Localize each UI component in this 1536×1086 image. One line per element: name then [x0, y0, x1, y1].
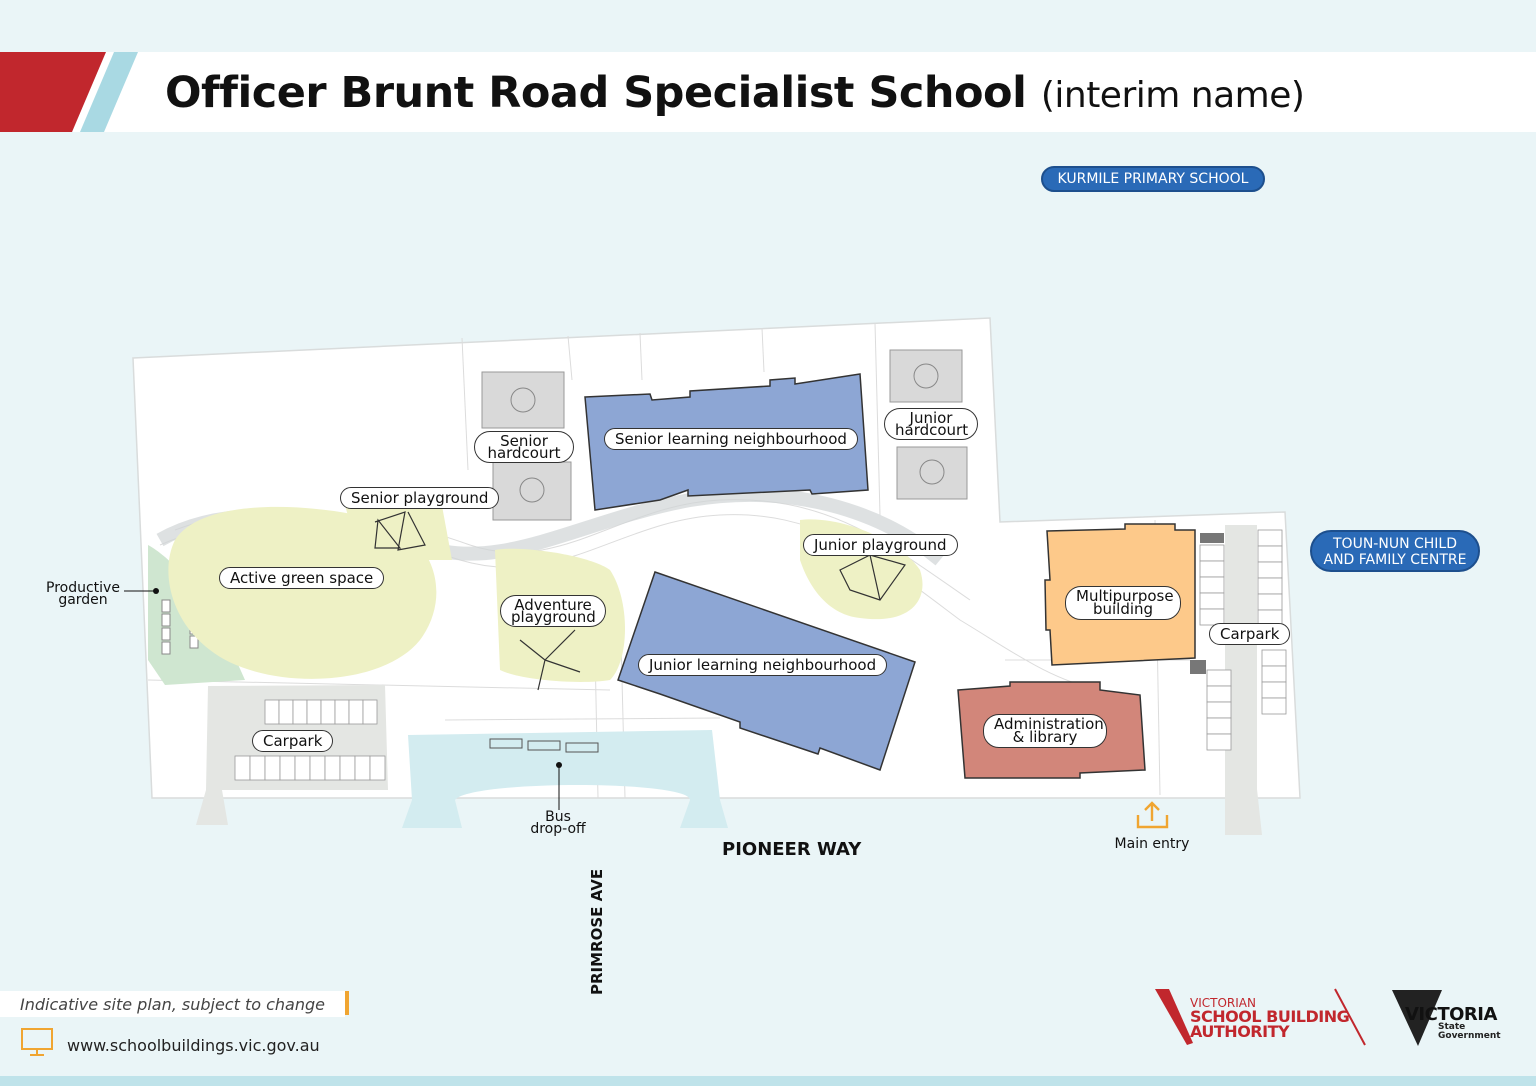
multipurpose-line1: Multipurpose	[1076, 587, 1174, 605]
productive-garden-line2: garden	[58, 592, 108, 608]
admin-library-line1: Administration	[994, 715, 1104, 733]
active-green-space-label: Active green space	[219, 567, 385, 589]
vsba-line1: VICTORIAN	[1190, 996, 1256, 1010]
bus-line1: Bus	[545, 809, 571, 825]
footer-bar	[0, 1076, 1536, 1086]
victoria-subtitle: State Government	[1438, 1023, 1501, 1041]
disclaimer-box	[0, 991, 345, 1017]
adventure-playground-line1: Adventure	[514, 596, 592, 614]
page-title: Officer Brunt Road Specialist School (in…	[165, 68, 1305, 118]
page-title-main: Officer Brunt Road Specialist School	[165, 68, 1027, 118]
multipurpose-label: Multipurpose building	[1065, 586, 1181, 620]
junior-hardcourt-label: Junior hardcourt	[884, 408, 978, 440]
primrose-ave-label: PRIMROSE AVE	[588, 868, 606, 995]
title-bar	[0, 52, 1536, 132]
header-stripe-logo	[0, 52, 138, 132]
senior-hardcourt-courts	[481, 371, 572, 521]
carpark-west-area	[196, 685, 388, 825]
productive-garden-label: Productive garden	[40, 580, 126, 608]
senior-playground-area	[345, 495, 452, 560]
kurmile-primary-label: KURMILE PRIMARY SCHOOL	[1041, 166, 1265, 192]
bus-drop-off-label: Bus drop-off	[518, 809, 598, 837]
vsba-line2: SCHOOL BUILDING	[1190, 1007, 1350, 1026]
carpark-east-area	[1190, 525, 1287, 835]
adventure-playground-label: Adventure playground	[500, 595, 606, 627]
victoria-logo-icon	[1392, 990, 1442, 1046]
disclaimer-text: Indicative site plan, subject to change	[20, 995, 325, 1014]
junior-learning-label: Junior learning neighbourhood	[638, 654, 888, 676]
page-title-subtitle: (interim name)	[1040, 75, 1305, 116]
victoria-name: VICTORIA	[1405, 1004, 1497, 1025]
toun-nun-line1: TOUN-NUN CHILD	[1333, 536, 1457, 552]
vsba-logo-icon	[1155, 988, 1366, 1046]
adventure-playground-line2: playground	[511, 608, 596, 626]
productive-garden-line1: Productive	[46, 580, 120, 596]
vsba-line3: AUTHORITY	[1190, 1022, 1290, 1041]
toun-nun-line2: AND FAMILY CENTRE	[1323, 552, 1467, 568]
multipurpose-line2: building	[1092, 600, 1154, 618]
disclaimer-accent	[345, 991, 349, 1015]
junior-playground-label: Junior playground	[803, 534, 958, 556]
senior-playground-label: Senior playground	[340, 487, 500, 509]
website-link[interactable]: www.schoolbuildings.vic.gov.au	[67, 1036, 320, 1055]
admin-library-line2: & library	[1012, 728, 1078, 746]
site-boundary	[132, 317, 1301, 799]
pioneer-way-label: PIONEER WAY	[722, 839, 862, 860]
main-entry-label: Main entry	[1114, 836, 1190, 852]
senior-hardcourt-line1: Senior	[500, 432, 548, 450]
bus-drop-off-area	[402, 730, 728, 828]
toun-nun-label: TOUN-NUN CHILD AND FAMILY CENTRE	[1310, 530, 1480, 572]
junior-hardcourt-line1: Junior	[909, 409, 953, 427]
senior-learning-label: Senior learning neighbourhood	[604, 428, 858, 450]
admin-library-label: Administration & library	[983, 714, 1107, 748]
junior-shade-sail	[839, 554, 906, 601]
senior-shade-sail	[374, 511, 426, 551]
junior-hardcourt-courts	[889, 349, 968, 500]
bus-bays	[489, 738, 599, 753]
carpark-east-label: Carpark	[1209, 623, 1291, 645]
senior-hardcourt-label: Senior hardcourt	[474, 431, 574, 463]
upload-arrow-icon	[1136, 801, 1169, 829]
carpark-west-label: Carpark	[252, 730, 334, 752]
bus-line2: drop-off	[530, 821, 586, 837]
victoria-sub2: Government	[1438, 1031, 1501, 1041]
monitor-icon	[21, 1028, 53, 1056]
junior-hardcourt-line2: hardcourt	[895, 421, 969, 439]
senior-hardcourt-line2: hardcourt	[487, 444, 561, 462]
adventure-shade-sail	[519, 629, 581, 691]
victoria-sub1: State	[1438, 1022, 1466, 1032]
